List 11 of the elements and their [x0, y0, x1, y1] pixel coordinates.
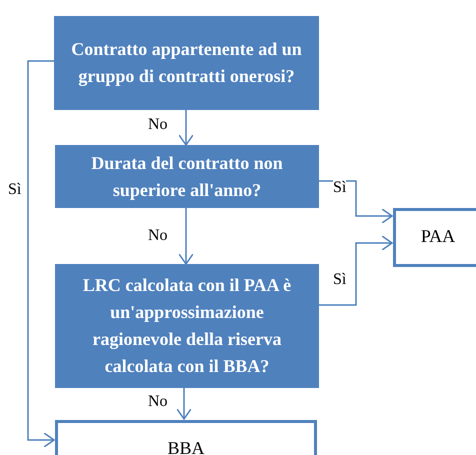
decision-box: LRC calcolata con il PAA è un'approssimazione ragionevole della riserva calcolata con il BBA? — [55, 264, 319, 388]
arrow — [176, 388, 192, 420]
outcome-box: BBA — [55, 420, 317, 455]
decision-box: Durata del contratto non superiore all'anno? — [55, 145, 319, 208]
arrow — [27, 60, 55, 448]
outcome-box: PAA — [393, 208, 476, 267]
arrow — [319, 180, 393, 224]
arrow — [319, 235, 393, 306]
arrow — [178, 110, 194, 146]
arrow — [178, 208, 194, 265]
decision-box: Contratto appartenente ad un gruppo di contratti onerosi? — [54, 16, 319, 110]
